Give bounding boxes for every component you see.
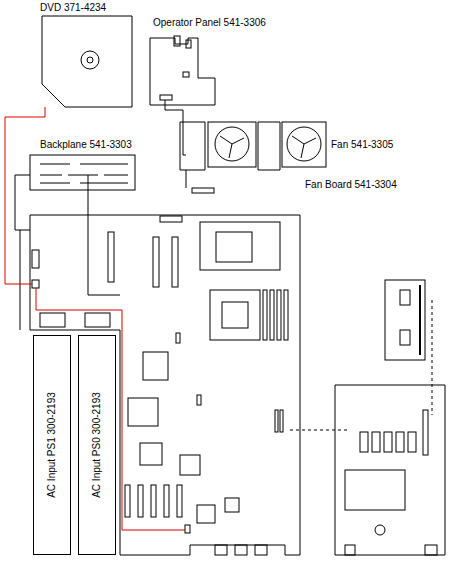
part-label: Operator Panel 541-3306 [153, 17, 266, 29]
part-label: AC Input PS0 300-2193 [91, 392, 103, 498]
part-label: AC Input PS1 300-2193 [46, 392, 58, 498]
power-supply: AC Input PS0 300-2193 [78, 335, 116, 555]
fan: Fan 541-3305 [331, 139, 393, 151]
part-label: Fan 541-3305 [331, 139, 393, 151]
part-label: Fan Board 541-3304 [305, 179, 397, 191]
operator-panel: Operator Panel 541-3306 [153, 17, 266, 29]
fan-board: Fan Board 541-3304 [305, 179, 397, 191]
part-label: Backplane 541-3303 [40, 139, 132, 151]
backplane: Backplane 541-3303 [40, 139, 132, 151]
dvd-drive: DVD 371-4234 [40, 2, 106, 14]
power-supply: AC Input PS1 300-2193 [33, 335, 71, 555]
part-label: DVD 371-4234 [40, 2, 106, 14]
